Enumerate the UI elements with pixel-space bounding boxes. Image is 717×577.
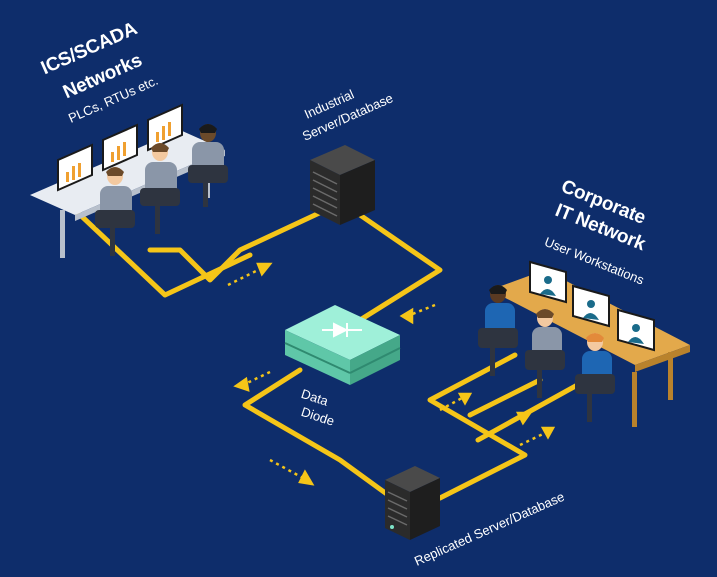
arrow-to-replicated xyxy=(269,458,315,486)
replicated-server-to-corporate-line xyxy=(427,352,528,501)
ics-operator-2 xyxy=(140,143,180,234)
arrow-ics-outbound xyxy=(227,262,273,287)
ics-monitor-2 xyxy=(102,123,138,172)
corporate-monitor-3 xyxy=(617,308,655,352)
ics-operator-1 xyxy=(95,167,135,256)
diode-symbol-icon xyxy=(322,322,362,338)
ics-monitor-3 xyxy=(147,103,183,152)
corporate-branch-line-1 xyxy=(467,377,543,418)
ics-to-industrial-server-line xyxy=(147,205,333,283)
arrow-corporate-3 xyxy=(519,426,556,447)
arrow-from-diode xyxy=(233,370,271,392)
corporate-monitor-2 xyxy=(572,284,610,328)
arrow-to-diode xyxy=(399,303,436,325)
arrow-corporate-1 xyxy=(439,392,473,412)
ics-workstations xyxy=(30,103,228,258)
ics-monitor-1 xyxy=(57,143,93,192)
arrow-corporate-2 xyxy=(489,411,533,434)
data-diode-device xyxy=(284,305,401,385)
ics-desk-top xyxy=(30,130,225,215)
corporate-branch-line-2 xyxy=(475,375,593,443)
diode-to-replicated-server-line xyxy=(242,367,398,503)
industrial-server-to-diode-line xyxy=(357,212,443,323)
corporate-workstations xyxy=(478,260,690,427)
corporate-user-2 xyxy=(525,309,565,398)
corporate-user-3 xyxy=(575,333,615,422)
corporate-monitor-1 xyxy=(529,260,567,304)
flow-arrows xyxy=(227,262,556,486)
industrial-server xyxy=(310,145,375,225)
ics-loop-line xyxy=(72,207,253,298)
ics-operator-3 xyxy=(188,124,228,207)
corporate-user-1 xyxy=(478,285,518,376)
replicated-server xyxy=(385,466,440,540)
